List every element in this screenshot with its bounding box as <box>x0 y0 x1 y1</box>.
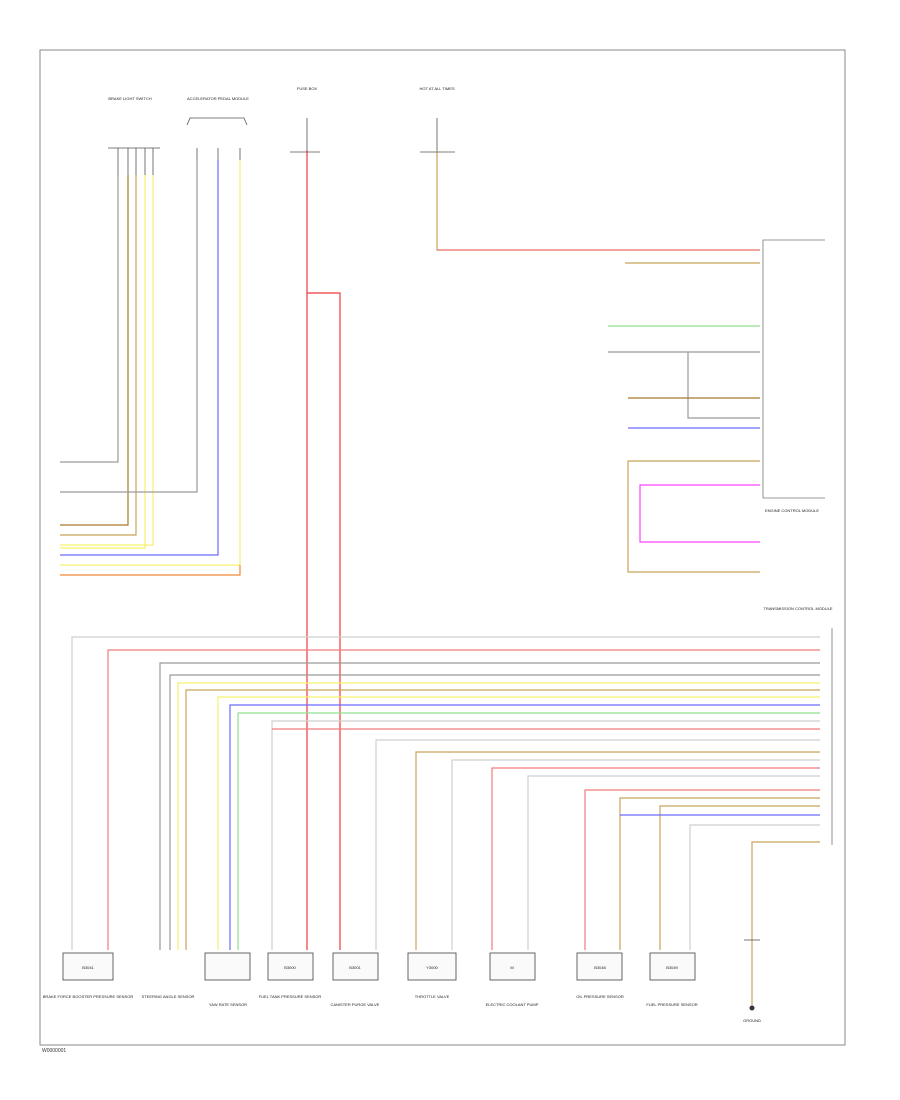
ground-symbol <box>744 939 760 1011</box>
wire-red-h3 <box>491 767 820 950</box>
wire-gray-h3 <box>169 674 820 950</box>
caption-c3: YAW RATE SENSOR <box>209 1002 247 1007</box>
wire-gray-loop <box>687 352 760 419</box>
caption-c10: GROUND <box>743 1018 761 1023</box>
wire-layer <box>60 150 820 1005</box>
label-c4: B3000 <box>284 965 296 970</box>
wire-yellow-h2 <box>217 696 820 950</box>
wire-brown-1 <box>60 175 129 526</box>
wire-gray-h6 <box>451 759 820 950</box>
label-c1: B3041 <box>82 965 94 970</box>
caption-module-2: TRANSMISSION CONTROL MODULE <box>763 606 833 611</box>
wire-blue-1 <box>60 160 219 556</box>
diagram-frame <box>39 49 846 1046</box>
wire-yellow-h1 <box>177 682 820 950</box>
right-module <box>762 239 833 845</box>
wire-gray-h2 <box>159 662 820 950</box>
component-brake-booster-sensor <box>62 952 114 981</box>
caption-c2: STEERING ANGLE SENSOR <box>142 994 195 999</box>
page-reference: W0000001 <box>42 1048 66 1054</box>
wire-red-h4 <box>584 789 820 950</box>
wire-gray-2 <box>60 160 198 493</box>
wire-tan-1 <box>60 175 137 536</box>
wire-tan-feed <box>436 150 760 251</box>
wire-red-h1 <box>107 649 820 950</box>
ground-point <box>749 1005 755 1011</box>
component-canister-purge <box>332 952 379 981</box>
wire-tan-h1 <box>185 689 820 950</box>
caption-t4: HOT AT ALL TIMES <box>419 86 454 91</box>
caption-c6: THROTTLE VALVE <box>415 994 450 999</box>
wire-blue-h1 <box>229 704 820 950</box>
wire-magenta-1 <box>639 484 760 543</box>
wire-yellow-1 <box>60 175 146 549</box>
caption-module-1: ENGINE CONTROL MODULE <box>765 508 819 513</box>
wire-green-h1 <box>237 712 820 950</box>
wire-gray-h7 <box>527 775 820 950</box>
wire-tan-3 <box>627 460 760 573</box>
caption-t3: FUSE BOX <box>297 86 318 91</box>
connector-accel-pedal <box>186 117 248 160</box>
component-oil-pressure <box>576 952 623 981</box>
wire-yellow-2 <box>60 175 154 546</box>
caption-c9: FUEL PRESSURE SENSOR <box>646 1002 697 1007</box>
module-outline-upper <box>762 239 825 499</box>
wire-gray-h1 <box>71 636 820 950</box>
wire-gray-h4 <box>271 720 820 950</box>
label-c9: B3049 <box>666 965 678 970</box>
caption-c4: FUEL TANK PRESSURE SENSOR <box>259 994 322 999</box>
bottom-captions: BRAKE FORCE BOOSTER PRESSURE SENSOR STEE… <box>43 994 761 1023</box>
wire-gray-1 <box>60 175 119 463</box>
wire-yellow-3 <box>60 160 241 566</box>
wire-red-branch <box>307 292 341 950</box>
caption-c7: ELECTRIC COOLANT PUMP <box>486 1002 539 1007</box>
connector-fuse-box <box>290 118 320 153</box>
component-fuel-tank-sensor <box>267 952 314 981</box>
caption-t2: ACCELERATOR PEDAL MODULE <box>187 96 249 101</box>
label-c7: M <box>510 965 513 970</box>
wire-tan-h5 <box>751 841 820 1005</box>
top-captions: BRAKE LIGHT SWITCH ACCELERATOR PEDAL MOD… <box>108 86 455 101</box>
top-connectors <box>108 117 455 175</box>
wire-gray-h5 <box>375 739 820 950</box>
label-c6: Y3000 <box>426 965 438 970</box>
label-c8: B3048 <box>594 965 606 970</box>
label-c5: B3001 <box>349 965 361 970</box>
connector-brake-switch <box>108 147 160 175</box>
bottom-box-labels: B3041 B3000 B3001 Y3000 M B3048 B3049 <box>82 965 678 970</box>
component-coolant-pump <box>489 952 536 981</box>
module-captions: ENGINE CONTROL MODULE TRANSMISSION CONTR… <box>763 508 833 611</box>
wire-gray-h8 <box>689 824 820 950</box>
wire-tan-h2 <box>415 751 820 950</box>
wire-tan-h4 <box>659 805 820 950</box>
component-throttle-valve <box>407 952 457 981</box>
caption-c1: BRAKE FORCE BOOSTER PRESSURE SENSOR <box>43 994 134 999</box>
component-yaw-rate-sensor <box>204 952 251 981</box>
wire-tan-h3 <box>619 797 820 950</box>
bottom-component-boxes <box>62 952 696 981</box>
component-fuel-pressure <box>649 952 696 981</box>
caption-t1: BRAKE LIGHT SWITCH <box>108 96 151 101</box>
connector-hot-feed <box>420 118 455 153</box>
caption-c8: OIL PRESSURE SENSOR <box>576 994 624 999</box>
wire-orange-1 <box>60 565 241 576</box>
caption-c5: CANISTER PURGE VALVE <box>331 1002 380 1007</box>
